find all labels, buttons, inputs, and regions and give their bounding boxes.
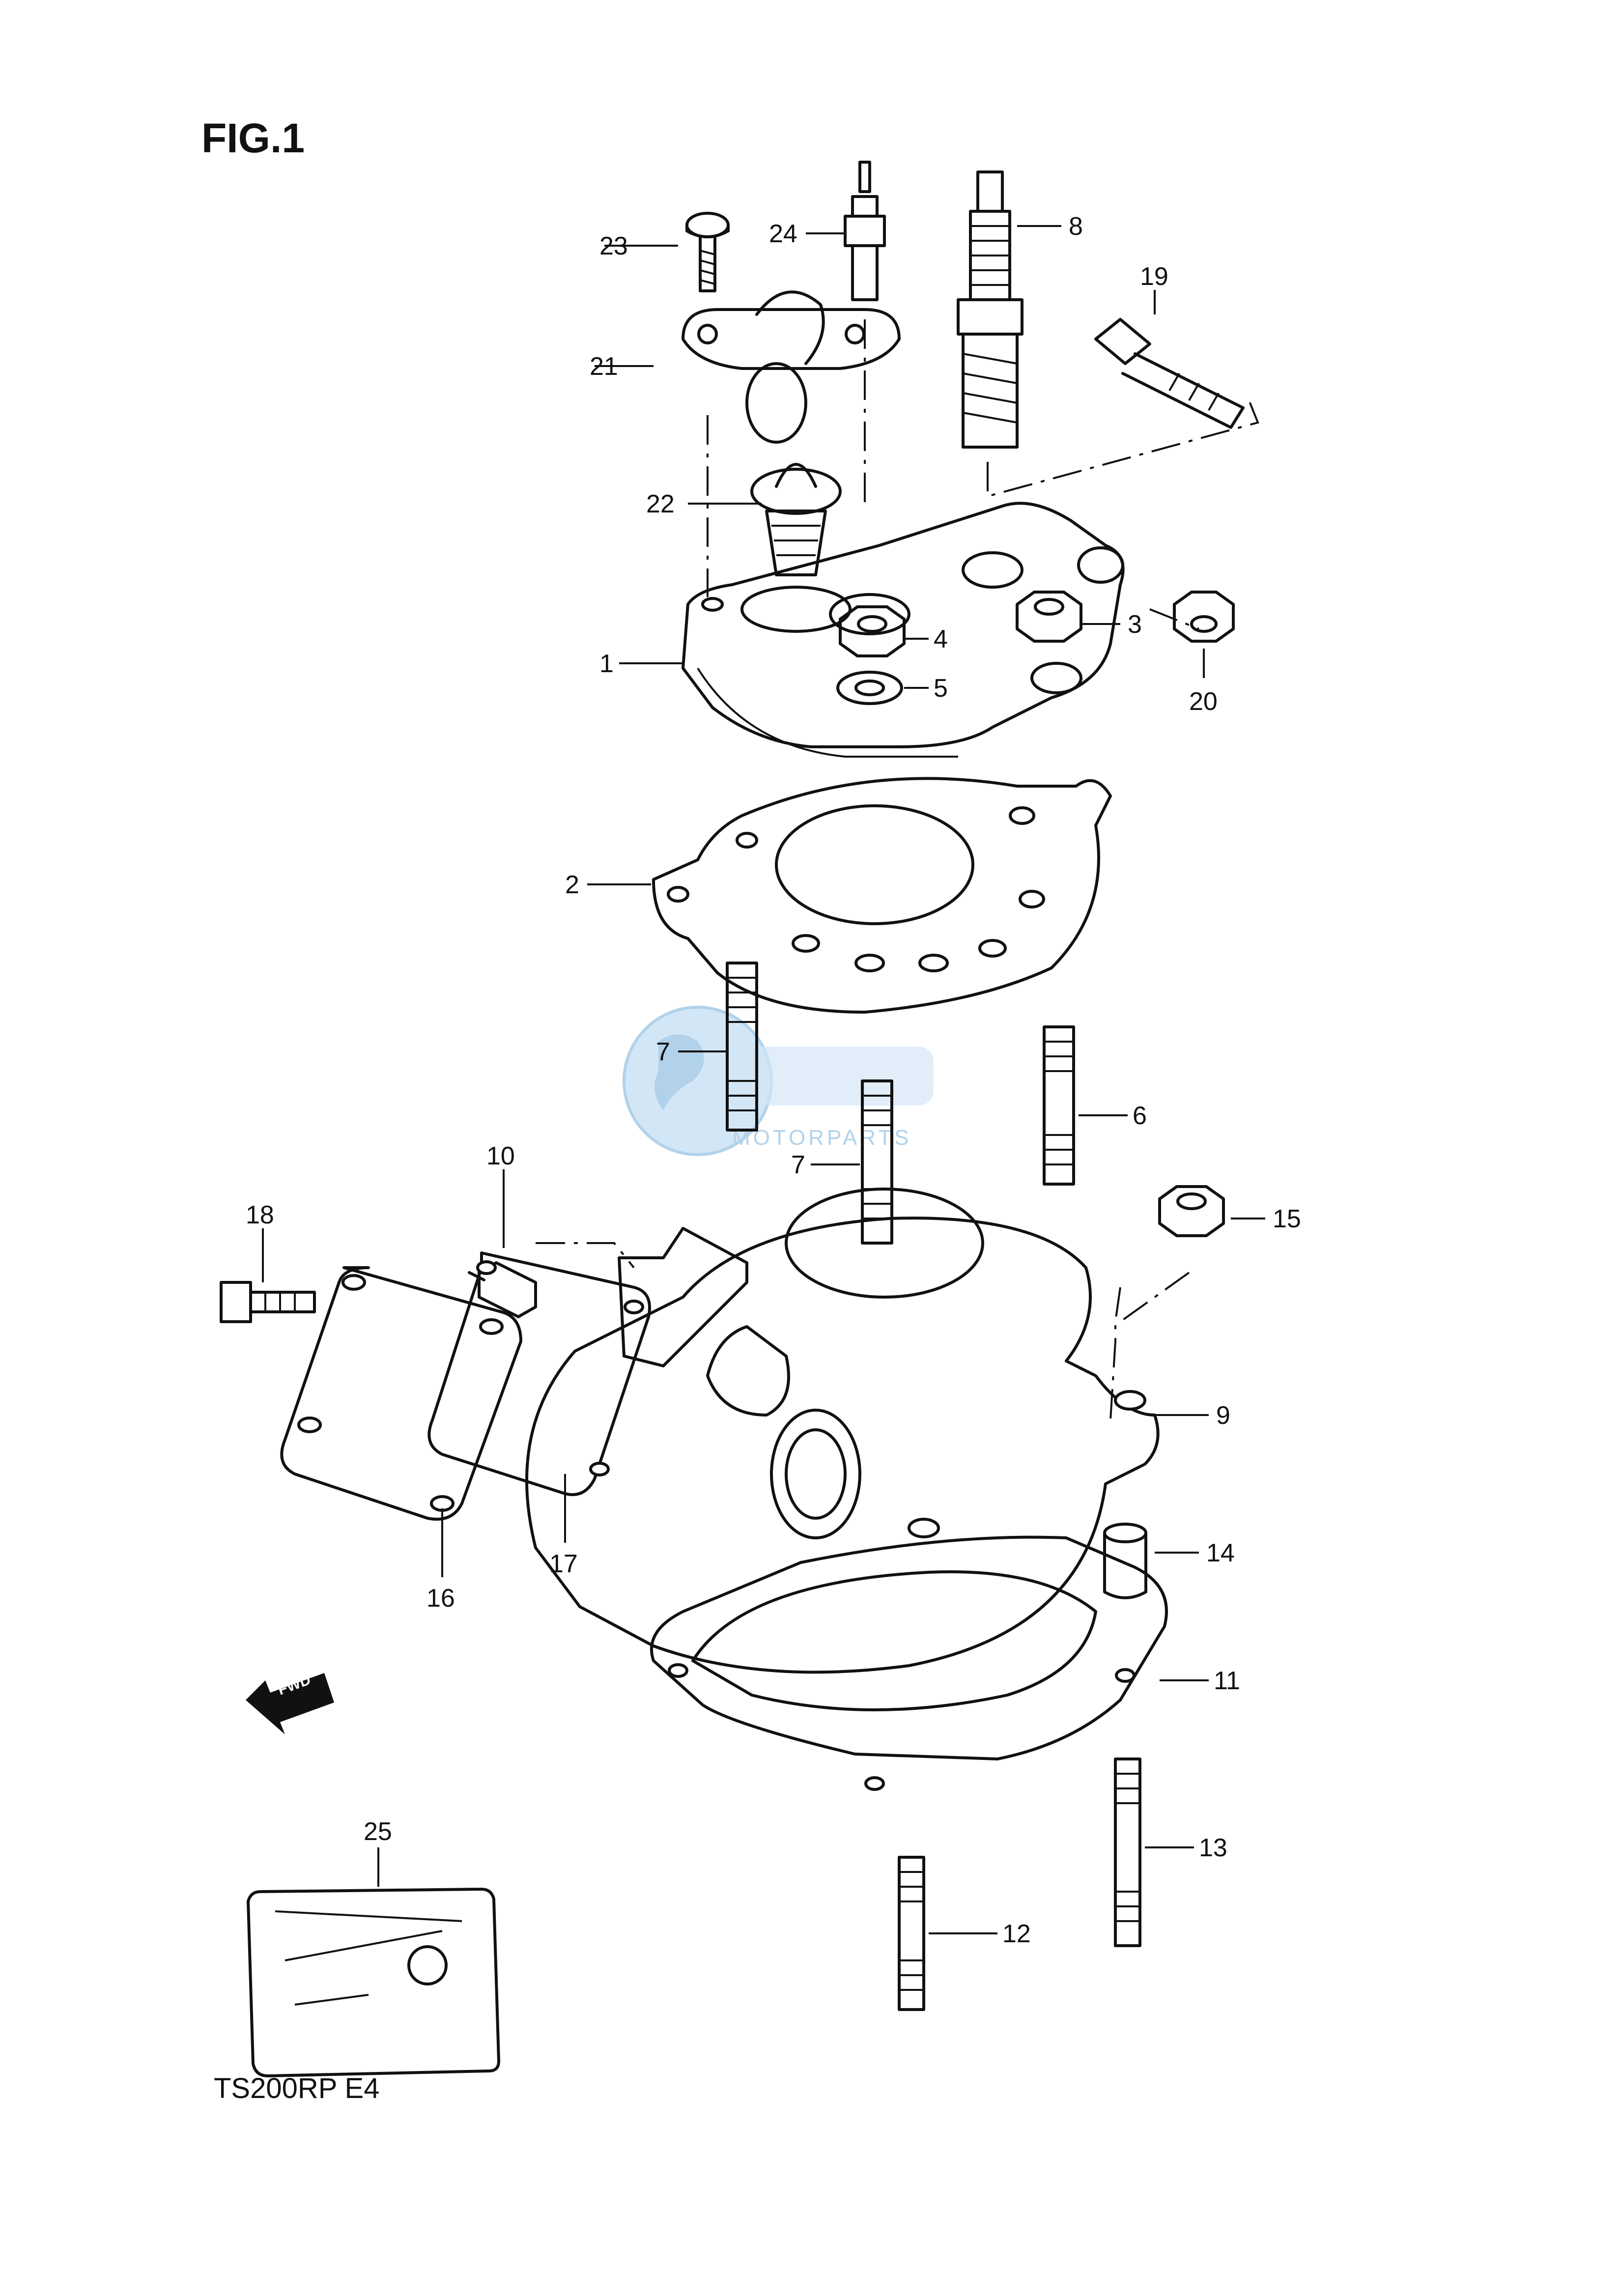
part-1-cylinder-head — [682, 502, 1125, 758]
watermark-text: MOTORPARTS — [732, 1126, 912, 1150]
part-19-bolt — [1094, 318, 1245, 429]
part-13-stud — [1114, 1757, 1141, 1947]
callout-20: 20 — [1189, 687, 1218, 716]
callout-2: 2 — [565, 871, 579, 899]
figure-title: FIG.1 — [201, 115, 305, 161]
part-7-stud-upper — [726, 962, 758, 1132]
callout-25: 25 — [364, 1817, 392, 1846]
callout-7-upper: 7 — [656, 1038, 670, 1066]
leader-lines — [262, 225, 1265, 1934]
callout-11: 11 — [1214, 1667, 1240, 1695]
part-23-screw — [685, 212, 730, 292]
callout-17: 17 — [549, 1550, 578, 1578]
callout-7-lower: 7 — [791, 1151, 805, 1179]
callout-4: 4 — [934, 625, 948, 653]
part-5-washer — [836, 671, 903, 705]
callout-10: 10 — [486, 1142, 515, 1170]
part-11-base-gasket — [650, 1535, 1168, 1791]
callout-3: 3 — [1128, 610, 1142, 639]
part-21-thermostat-cover — [682, 290, 901, 444]
part-3-nut — [1016, 591, 1082, 643]
part-2-head-gasket — [652, 777, 1112, 1014]
callout-15: 15 — [1273, 1205, 1301, 1233]
part-8-spark-plug — [957, 170, 1023, 449]
callout-18: 18 — [246, 1201, 274, 1229]
callout-6: 6 — [1133, 1102, 1147, 1130]
callout-13: 13 — [1199, 1834, 1227, 1862]
part-17-reed-gasket — [427, 1251, 651, 1496]
globe-continent — [654, 1034, 704, 1110]
callout-16: 16 — [426, 1584, 455, 1613]
callout-24: 24 — [769, 220, 797, 248]
part-6-stud — [1043, 1025, 1075, 1186]
alignment-lines — [536, 319, 1259, 1420]
part-10-bleed-plug — [468, 1261, 537, 1318]
callout-19: 19 — [1140, 262, 1168, 291]
callout-8: 8 — [1069, 212, 1083, 241]
callout-9: 9 — [1216, 1401, 1230, 1430]
part-12-stud — [898, 1856, 925, 2011]
part-15-flange-nut — [1158, 1185, 1225, 1237]
callout-23: 23 — [599, 232, 628, 260]
callout-1: 1 — [599, 650, 614, 678]
part-18-bolt — [220, 1281, 316, 1323]
callout-21: 21 — [590, 352, 618, 381]
callout-12: 12 — [1002, 1920, 1031, 1948]
callout-5: 5 — [934, 674, 948, 703]
part-16-reed-cover — [280, 1266, 522, 1521]
callout-labels: 1 2 3 4 5 6 7 7 8 9 10 11 12 13 14 15 16… — [246, 212, 1301, 1948]
watermark-badge — [737, 1047, 934, 1105]
part-22-thermostat — [750, 463, 842, 576]
forward-arrow-icon: FWD — [246, 1672, 334, 1734]
part-24-thermo-switch — [844, 161, 886, 301]
part-4-nut — [839, 605, 906, 657]
part-20-flange-nut — [1173, 591, 1235, 643]
model-code: TS200RP E4 — [214, 2072, 379, 2104]
watermark: MOTORPARTS — [623, 1006, 934, 1156]
callout-14: 14 — [1206, 1539, 1235, 1567]
part-14-dowel-pin — [1103, 1523, 1147, 1599]
part-25-gasket-set — [247, 1888, 500, 2077]
callout-22: 22 — [646, 490, 675, 518]
part-9-cylinder — [525, 1188, 1160, 1674]
